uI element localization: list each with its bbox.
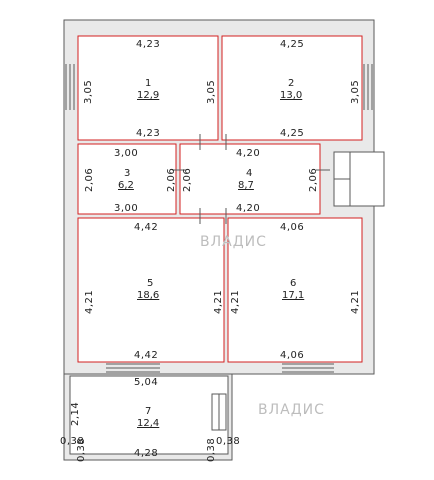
wall-thickness-right-a: 0,38 (216, 436, 240, 447)
room-3-area: 6,2 (118, 180, 134, 191)
room-2-area: 13,0 (280, 90, 302, 101)
room-6[interactable] (227, 217, 363, 363)
room-6-number: 6 (290, 278, 296, 289)
room-4-number: 4 (246, 168, 252, 179)
room-4-dim-left: 2,06 (182, 168, 193, 192)
wall-thickness-right-b: 0,38 (206, 438, 217, 462)
room-6-area: 17,1 (282, 290, 304, 301)
room-7[interactable] (69, 375, 229, 455)
room-4[interactable] (179, 143, 321, 215)
room-3-dim-left: 2,06 (84, 168, 95, 192)
room-3-dim-bottom: 3,00 (114, 203, 138, 214)
room-4-area: 8,7 (238, 180, 254, 191)
watermark-logo: ВЛАДИС (258, 402, 325, 418)
room-2[interactable] (221, 35, 363, 141)
room-4-dim-bottom: 4,20 (236, 203, 260, 214)
room-5-dim-top: 4,42 (134, 222, 158, 233)
room-6-dim-top: 4,06 (280, 222, 304, 233)
room-7-dim-top: 5,04 (134, 377, 158, 388)
room-1-dim-left: 3,05 (83, 80, 94, 104)
room-5-dim-left: 4,21 (84, 290, 95, 314)
room-5-area: 18,6 (137, 290, 159, 301)
room-3-dim-top: 3,00 (114, 148, 138, 159)
room-4-dim-right: 2,06 (308, 168, 319, 192)
room-1-number: 1 (145, 78, 151, 89)
room-1[interactable] (77, 35, 219, 141)
room-5-dim-right: 4,21 (213, 290, 224, 314)
room-6-dim-right: 4,21 (350, 290, 361, 314)
room-2-dim-bottom: 4,25 (280, 128, 304, 139)
room-1-area: 12,9 (137, 90, 159, 101)
room-3-number: 3 (124, 168, 130, 179)
room-1-dim-top: 4,23 (136, 39, 160, 50)
room-3-dim-right: 2,06 (166, 168, 177, 192)
room-5[interactable] (77, 217, 225, 363)
room-7-number: 7 (145, 406, 151, 417)
room-1-dim-bottom: 4,23 (136, 128, 160, 139)
wall-thickness-left-a: 0,38 (60, 436, 84, 447)
room-3[interactable] (77, 143, 177, 215)
room-4-dim-top: 4,20 (236, 148, 260, 159)
room-7-dim-bottom: 4,28 (134, 448, 158, 459)
room-2-dim-right: 3,05 (350, 80, 361, 104)
room-2-number: 2 (288, 78, 294, 89)
room-7-area: 12,4 (137, 418, 159, 429)
room-2-dim-top: 4,25 (280, 39, 304, 50)
room-5-dim-bottom: 4,42 (134, 350, 158, 361)
room-6-dim-left: 4,21 (230, 290, 241, 314)
room-5-number: 5 (147, 278, 153, 289)
wall-thickness-left-b: 0,38 (76, 438, 87, 462)
room-6-dim-bottom: 4,06 (280, 350, 304, 361)
room-1-dim-right: 3,05 (206, 80, 217, 104)
watermark-logo: ВЛАДИС (200, 234, 267, 250)
room-7-dim-left: 2,14 (70, 402, 81, 426)
